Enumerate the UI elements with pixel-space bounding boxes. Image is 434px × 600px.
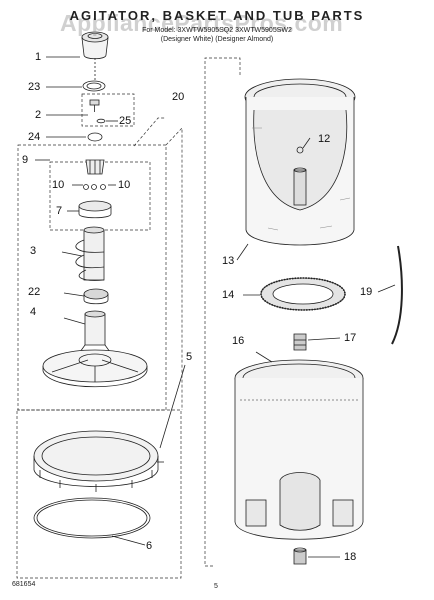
callout-3: 3 [30, 245, 37, 257]
agitator-cap-part [81, 31, 109, 80]
leader-lines [35, 56, 311, 161]
agitator-auger-part [61, 226, 105, 281]
callout-7: 7 [56, 205, 63, 217]
callout-24: 24 [28, 131, 41, 143]
callout-10-left: 10 [52, 179, 65, 191]
o-ring-part [87, 132, 103, 142]
drive-ring-clamp-part [33, 497, 151, 546]
diagram-title: AGITATOR, BASKET AND TUB PARTS [69, 8, 365, 23]
model-colors: (Designer White) (Designer Almond) [160, 36, 274, 43]
outer-tub-part [234, 351, 364, 540]
callout-4: 4 [30, 306, 37, 318]
callout-2: 2 [35, 109, 42, 121]
callout-9: 9 [22, 154, 29, 166]
callout-23: 23 [28, 81, 41, 93]
callout-22: 22 [28, 286, 41, 298]
drain-nut-part [293, 547, 340, 565]
callout-18: 18 [344, 551, 357, 563]
callout-16: 16 [232, 335, 245, 347]
callout-14: 14 [222, 289, 235, 301]
callout-10-right: 10 [118, 179, 131, 191]
clutch-ring-part [63, 288, 109, 305]
callout-17: 17 [344, 332, 357, 344]
callout-13: 13 [222, 255, 235, 267]
callout-5: 5 [186, 351, 193, 363]
seal-ring-part [82, 80, 106, 92]
callout-12: 12 [318, 133, 331, 145]
agitator-base-part [42, 310, 148, 388]
callout-20: 20 [172, 91, 185, 103]
bolt-and-washer-part [89, 99, 106, 124]
wash-basket-part [236, 78, 356, 261]
callout-19: 19 [360, 286, 373, 298]
callout-25: 25 [119, 115, 132, 127]
basket-drive-hub-part [243, 277, 346, 311]
spanner-nut-part [293, 333, 341, 351]
hose-part [391, 245, 403, 345]
callout-1: 1 [35, 51, 42, 63]
diagram-code: 681654 [12, 581, 36, 588]
agitator-dogs-part [67, 159, 116, 219]
dashed-group-boxes [16, 57, 241, 579]
watermark-text: AppliancePartsPros.com [60, 10, 344, 36]
page-number: 5 [214, 583, 218, 590]
model-numbers: For Model: 3XWTW5905SQ2 3XWTW5905SW2 [142, 27, 292, 34]
balance-ring-part [33, 364, 186, 492]
callout-6: 6 [146, 540, 153, 552]
